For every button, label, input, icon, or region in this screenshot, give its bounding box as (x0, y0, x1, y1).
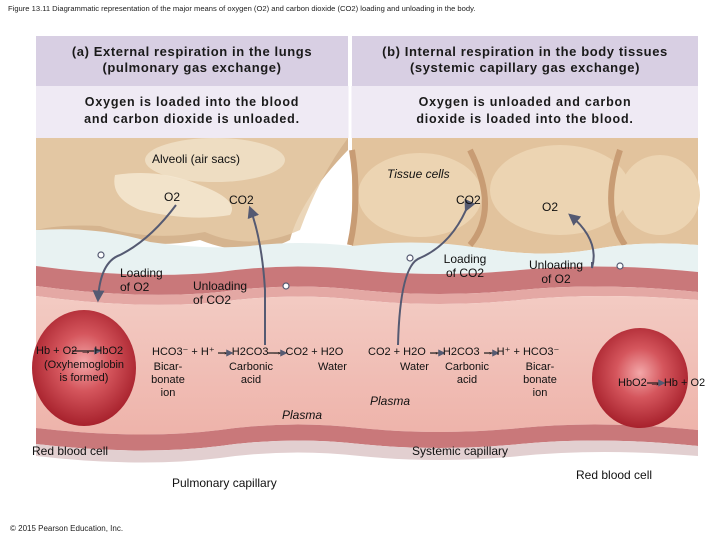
red-blood-cell-left (32, 310, 136, 426)
carbonic-acid-label-a: Carbonic acid (218, 361, 284, 387)
interstitial-band (36, 229, 698, 275)
water-label-a: Water (318, 361, 347, 373)
hb-o2-equation: Hb + O2 → HbO2 (36, 345, 124, 357)
panel-a-title: (a) External respiration in the lungs (p… (36, 44, 348, 76)
loading-o2-label: Loading of O2 (120, 266, 163, 294)
tissue-cells-label: Tissue cells (387, 167, 450, 181)
loading-o2-line2: of O2 (120, 280, 150, 294)
unloading-co2-line2: of CO2 (193, 293, 232, 307)
rbc-label-a: Red blood cell (32, 444, 109, 458)
oxyhemoglobin-note-line1: (Oxyhemoglobin (43, 359, 125, 371)
loading-co2-label: Loading of CO2 (428, 252, 502, 280)
bicarbonate-a-line1: Bicar- (153, 361, 183, 373)
alveoli-label: Alveoli (air sacs) (152, 152, 241, 166)
panel-b-subtitle-line2: dioxide is loaded into the blood. (416, 112, 634, 126)
header-box-a (36, 36, 348, 86)
tissue-co2-label: CO2 (456, 193, 481, 207)
plasma-label-b: Plasma (370, 394, 411, 408)
panel-a-subtitle: Oxygen is loaded into the blood and carb… (36, 94, 348, 128)
panel-a-subtitle-line2: and carbon dioxide is unloaded. (84, 112, 300, 126)
loading-co2-line2: of CO2 (445, 266, 484, 280)
systemic-reaction: CO2 + H2O → H2CO3 → H⁺ + HCO3⁻ (368, 346, 560, 358)
bicarbonate-ion-label-a: Bicar- bonate ion (136, 361, 200, 400)
capillary-wall-bottom (36, 424, 698, 451)
red-blood-cell-right (592, 328, 688, 428)
bicarbonate-a-line2: bonate (151, 374, 185, 386)
bicarbonate-ion-label-b: Bicar- bonate ion (508, 361, 572, 400)
alveoli-o2-label: O2 (164, 190, 181, 204)
carbonic-a-line1: Carbonic (228, 361, 274, 373)
bicarbonate-b-line1: Bicar- (525, 361, 555, 373)
panel-b-title: (b) Internal respiration in the body tis… (352, 44, 698, 76)
unloading-co2-line1: Unloading (193, 279, 248, 293)
bicarbonate-b-line2: bonate (523, 374, 557, 386)
co2-loading-arrow (397, 198, 476, 346)
carbonic-b-line1: Carbonic (444, 361, 490, 373)
plasma-center-label: Plasma (282, 408, 323, 422)
panel-a-subtitle-line1: Oxygen is loaded into the blood (84, 95, 300, 109)
loading-co2-line1: Loading (443, 252, 487, 266)
loading-o2-line1: Loading (120, 266, 163, 280)
panel-a-title-line2: (pulmonary gas exchange) (102, 60, 282, 75)
o2-loading-arrow (92, 204, 177, 303)
panel-a-title-line1: (a) External respiration in the lungs (71, 44, 313, 59)
unloading-o2-label: Unloading of O2 (516, 258, 596, 286)
subheader-box (36, 86, 698, 138)
o2-unloading-arrow (568, 213, 595, 269)
oxyhemoglobin-note: (Oxyhemoglobin is formed) (36, 359, 132, 385)
figure-caption: Figure 13.11 Diagrammatic representation… (8, 4, 476, 13)
carbonic-a-line2: acid (240, 374, 262, 386)
water-label-b: Water (400, 361, 429, 373)
unloading-o2-line1: Unloading (528, 258, 584, 272)
panel-b-subtitle-line1: Oxygen is unloaded and carbon (418, 95, 632, 109)
alveoli-co2-label: CO2 (229, 193, 254, 207)
bicarbonate-a-line3: ion (160, 387, 176, 399)
panel-b-title-line1: (b) Internal respiration in the body tis… (382, 44, 668, 59)
unloading-co2-label: Unloading of CO2 (193, 279, 247, 307)
hbo2-equation: HbO2 → Hb + O2 (618, 377, 706, 389)
panel-b-subtitle: Oxygen is unloaded and carbon dioxide is… (352, 94, 698, 128)
co2-unloading-arrow (247, 205, 266, 345)
carbonic-b-line2: acid (456, 374, 478, 386)
unloading-o2-line2: of O2 (541, 272, 571, 286)
rbc-label-b: Red blood cell (576, 468, 653, 482)
plasma-region (36, 296, 698, 435)
panel-b-title-line2: (systemic capillary gas exchange) (409, 60, 641, 75)
header-box-b (352, 36, 698, 86)
systemic-capillary-label: Systemic capillary (412, 444, 509, 458)
oxyhemoglobin-note-line2: is formed) (59, 372, 109, 384)
tissue-o2-label: O2 (542, 200, 559, 214)
pulmonary-reaction: HCO3⁻ + H⁺ → H2CO3 → CO2 + H2O (152, 346, 344, 358)
pulmonary-capillary-label: Pulmonary capillary (172, 476, 277, 490)
copyright-notice: © 2015 Pearson Education, Inc. (10, 524, 124, 533)
bicarbonate-b-line3: ion (532, 387, 548, 399)
capillary-wall-top (36, 266, 698, 295)
carbonic-acid-label-b: Carbonic acid (434, 361, 500, 387)
